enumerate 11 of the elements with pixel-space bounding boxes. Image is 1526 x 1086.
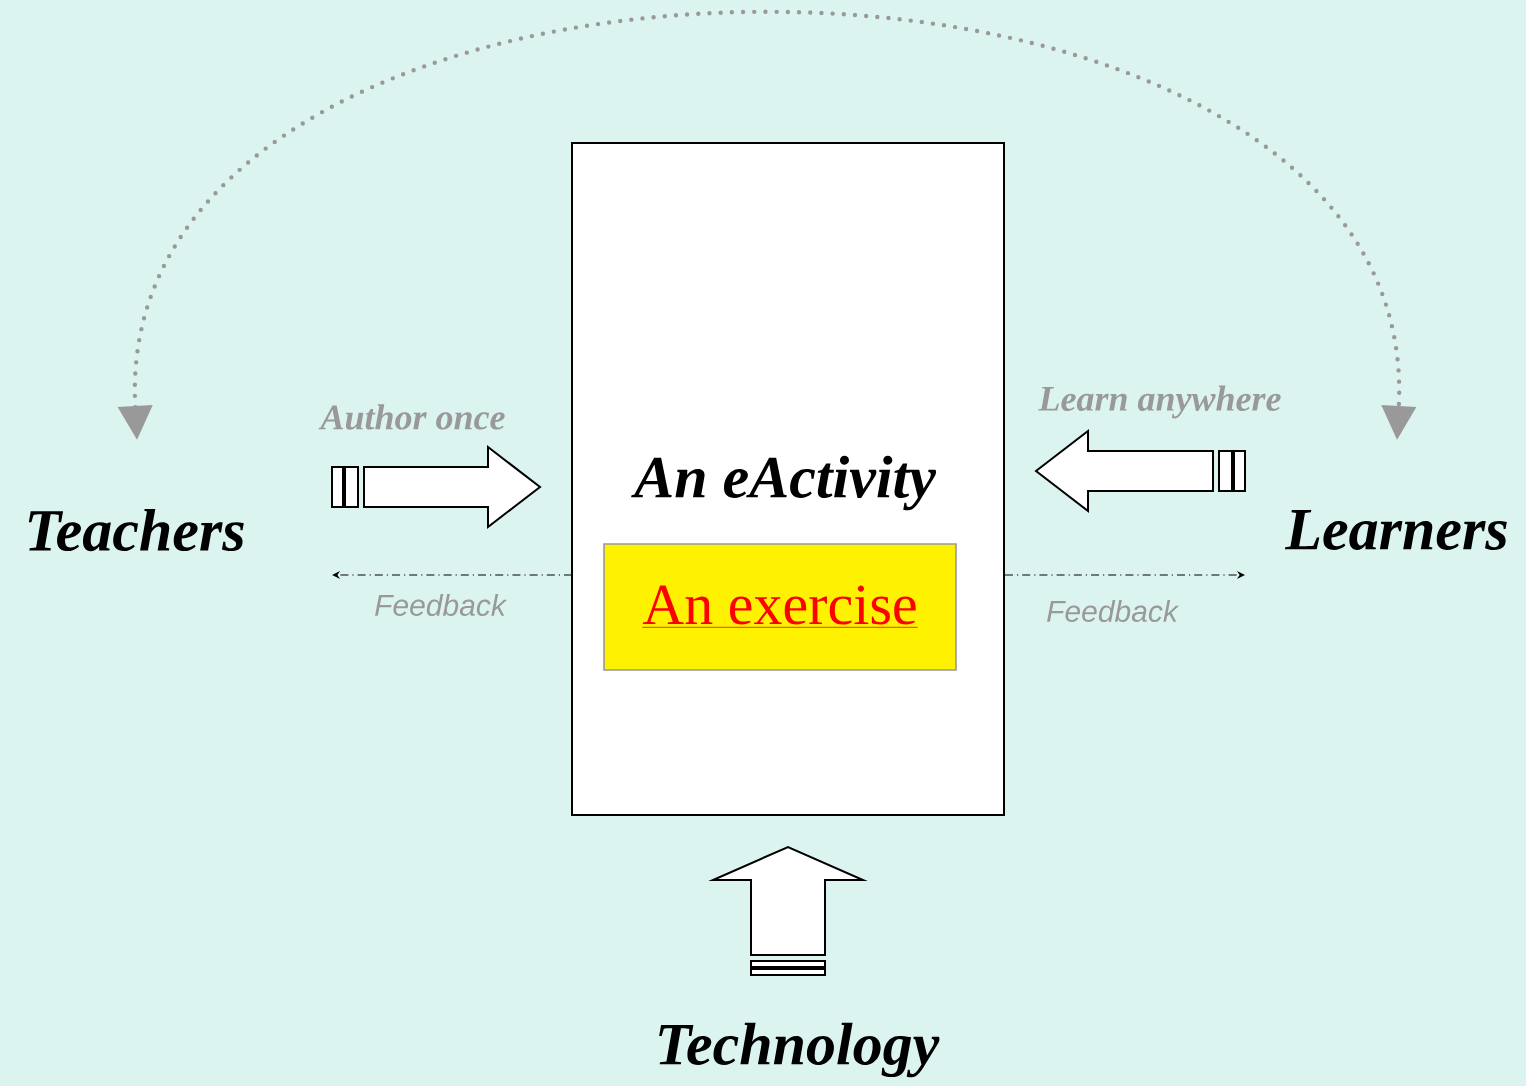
edge-label: Feedback bbox=[1047, 600, 1180, 623]
block-arrow bbox=[1034, 428, 1246, 514]
actor-label: Teachers bbox=[28, 508, 244, 552]
actor-label: Technology bbox=[659, 1022, 940, 1078]
block-arrow bbox=[331, 444, 542, 530]
exercise-box: An exercise bbox=[603, 543, 957, 671]
edge-label: Author once bbox=[318, 404, 505, 430]
edge-label: Learn anywhere bbox=[1038, 385, 1281, 419]
actor-label: Learners bbox=[1284, 510, 1507, 550]
edge-label: Feedback bbox=[375, 594, 508, 617]
block-arrow bbox=[708, 845, 868, 976]
